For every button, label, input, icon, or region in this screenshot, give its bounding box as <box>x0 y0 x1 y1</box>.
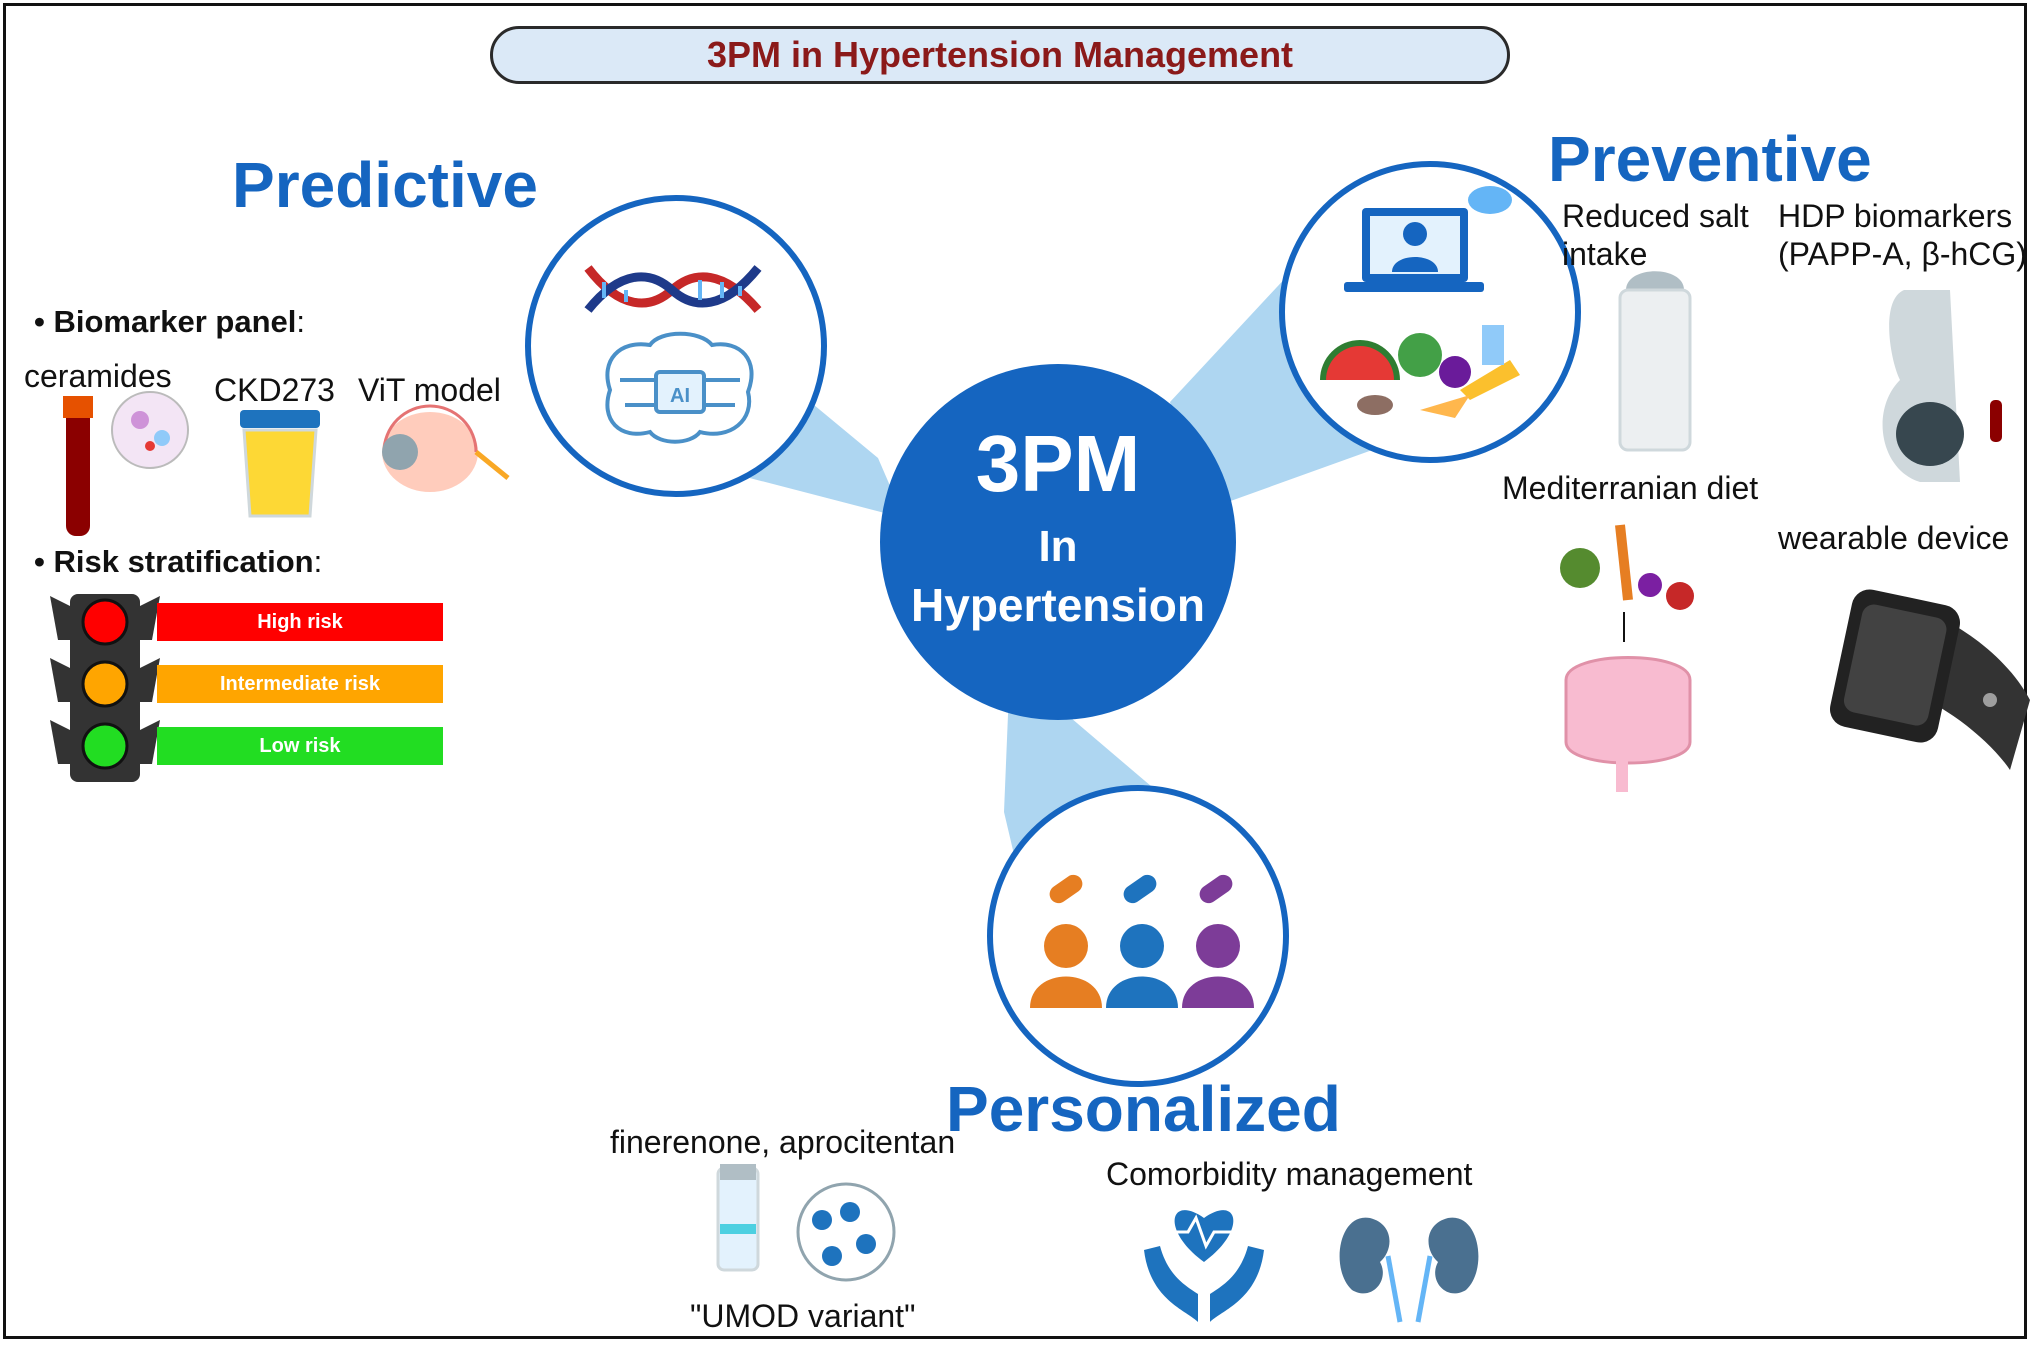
telemedicine-icon <box>1344 186 1512 292</box>
wearable-device-label: wearable device <box>1778 520 2010 556</box>
traffic-light-icon <box>50 594 160 782</box>
biomarker-ceramides: ceramides <box>24 358 172 394</box>
personalized-heading: Personalized <box>946 1073 1341 1145</box>
urine-cup-icon <box>240 410 320 518</box>
figure-title: 3PM in Hypertension Management <box>490 26 1510 84</box>
pregnancy-icon <box>1882 290 2002 482</box>
predictive-heading: Predictive <box>232 149 538 221</box>
hdp-label-line2: (PAPP-A, β-hCG) <box>1778 236 2027 272</box>
preventive-heading: Preventive <box>1548 123 1872 195</box>
personalized-circle <box>987 785 1289 1087</box>
patients-pills-icon <box>1030 874 1254 1008</box>
hdp-label-line1: HDP biomarkers <box>1778 198 2013 234</box>
dna-icon <box>584 265 762 313</box>
healthy-food-icon <box>1320 325 1520 418</box>
smartwatch-icon <box>1829 589 2030 770</box>
vial-icon <box>716 1164 896 1282</box>
comorbidity-label: Comorbidity management <box>1106 1156 1473 1192</box>
risk-high-label: High risk <box>257 610 343 633</box>
drugs-label: finerenone, aprocitentan <box>610 1124 956 1160</box>
diet-gut-icon <box>1560 524 1694 792</box>
mediterranean-diet-label: Mediterranian diet <box>1502 470 1759 506</box>
center-label-hypertension: Hypertension <box>911 579 1205 631</box>
svg-text:AI: AI <box>670 385 690 407</box>
figure-frame <box>3 3 2027 1339</box>
preventive-circle <box>1279 161 1581 463</box>
umod-label: "UMOD variant" <box>690 1298 916 1334</box>
heart-hands-icon <box>1144 1210 1264 1322</box>
biomarker-panel-title: • Biomarker panel: <box>34 304 306 339</box>
kidneys-icon <box>1339 1217 1479 1323</box>
biomarker-vit-model: ViT model <box>358 372 501 408</box>
eye-icon <box>382 404 510 492</box>
salt-label-line2: intake <box>1562 236 1648 272</box>
risk-low-bar: Low risk <box>157 727 443 765</box>
center-circle <box>880 364 1236 720</box>
risk-stratification-colon: : <box>313 544 323 579</box>
biomarker-ckd273: CKD273 <box>214 372 335 408</box>
risk-intermediate-label: Intermediate risk <box>219 672 381 695</box>
risk-stratification-title: • Risk stratification: <box>34 544 323 579</box>
salt-label-line1: Reduced salt <box>1562 198 1749 234</box>
risk-intermediate-bar: Intermediate risk <box>157 665 443 703</box>
center-label-in: In <box>1038 522 1078 571</box>
center-label-3pm: 3PM <box>975 419 1141 508</box>
ai-brain-icon: AI <box>605 331 754 444</box>
biomarker-panel-label: Biomarker panel <box>53 304 297 339</box>
risk-high-bar: High risk <box>157 603 443 641</box>
risk-stratification-label: Risk stratification <box>53 544 314 579</box>
predictive-circle: AI <box>525 195 827 497</box>
figure-title-text: 3PM in Hypertension Management <box>706 34 1294 75</box>
risk-low-label: Low risk <box>259 734 341 757</box>
biomarker-panel-colon: : <box>296 304 306 339</box>
blood-tube-icon <box>63 391 189 536</box>
salt-shaker-icon <box>1618 271 1692 452</box>
